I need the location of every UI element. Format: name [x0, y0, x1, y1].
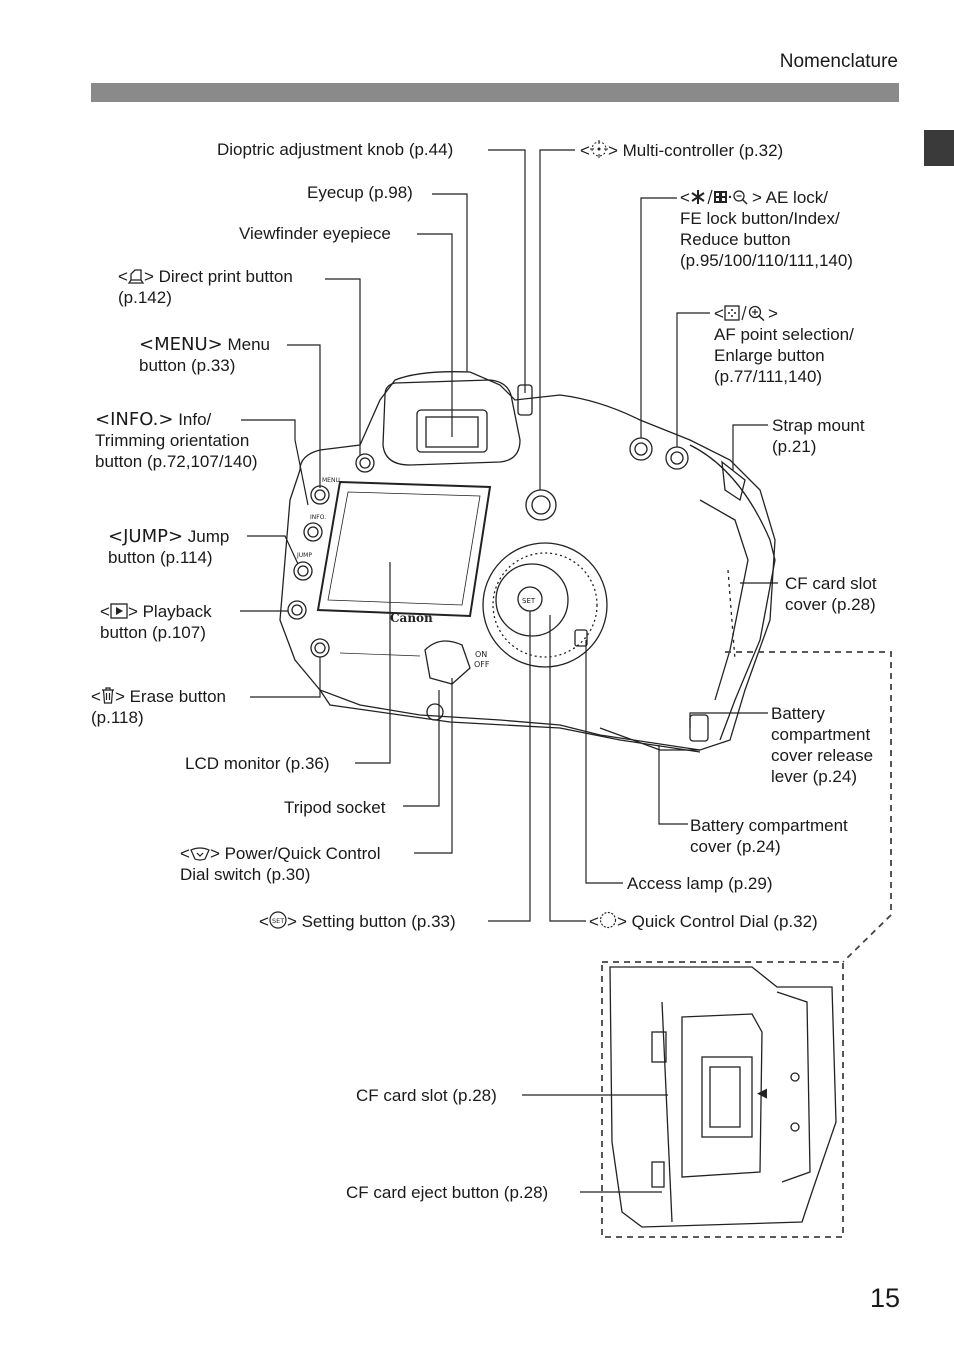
direct-print-label: <> Direct print button(p.142)	[118, 267, 293, 307]
viewfinder-eyepiece-label: Viewfinder eyepiece	[239, 224, 391, 243]
setting-button-label: <SET> Setting button (p.33)	[259, 911, 456, 931]
battery-lever-page: lever (p.24)	[771, 767, 857, 786]
setting-text: Setting button (p.33)	[301, 912, 456, 931]
eyecup-label: Eyecup (p.98)	[307, 183, 413, 202]
jump-button-label: <JUMP> Jump button (p.114)	[108, 526, 229, 568]
svg-text:◀: ◀	[757, 1086, 767, 1101]
cf-compartment-illustration: ◀	[609, 966, 837, 1228]
chapter-tab	[924, 130, 954, 166]
direct-print-text: Direct print button	[158, 267, 293, 286]
ae-lock-text: AE lock/	[765, 188, 829, 207]
tripod-socket-label: Tripod socket	[284, 798, 386, 817]
access-lamp-label: Access lamp (p.29)	[627, 874, 773, 893]
erase-button-label: <> Erase button(p.118)	[91, 687, 226, 727]
af-point-icon	[724, 305, 765, 321]
battery-cover-label: Battery compartment cover (p.24)	[690, 815, 848, 857]
direct-print-page: (p.142)	[118, 288, 172, 307]
strap-mount-label: Strap mount (p.21)	[772, 415, 865, 457]
ae-lock-text-3: Reduce button	[680, 230, 791, 249]
info-symbol: <INFO.>	[95, 409, 174, 430]
af-point-label: <>AF point selection/Enlarge button(p.77…	[714, 304, 854, 386]
erase-text: Erase button	[129, 687, 226, 706]
info-marking: INFO.	[310, 514, 326, 521]
battery-lever-text-3: cover release	[771, 746, 874, 765]
info-text: Info/	[178, 410, 212, 429]
battery-lever-label: Battery compartment cover release lever (p.…	[771, 703, 873, 787]
canon-logo: Canon	[390, 611, 433, 625]
menu-text: Menu	[227, 335, 270, 354]
strap-page: (p.21)	[772, 437, 817, 456]
battery-cover-page: cover (p.24)	[690, 837, 781, 856]
info-page: button (p.72,107/140)	[95, 452, 258, 471]
cf-slot-cover-text: CF card slot	[785, 574, 877, 593]
on-marking: ON	[475, 650, 487, 659]
multi-controller-text: Multi-controller (p.32)	[622, 141, 784, 160]
quick-control-dial-label: <> Quick Control Dial (p.32)	[589, 911, 818, 931]
section-title: Nomenclature	[779, 51, 898, 72]
cf-eject-button-label: CF card eject button (p.28)	[346, 1183, 549, 1202]
menu-page: button (p.33)	[139, 356, 236, 375]
power-text-2: Dial switch (p.30)	[180, 865, 311, 884]
setting-icon: SET	[269, 911, 287, 929]
ae-lock-page: (p.95/100/110/111,140)	[680, 251, 853, 270]
off-marking: OFF	[474, 660, 490, 669]
af-point-text: AF point selection/	[714, 325, 854, 344]
cf-card-slot-label: CF card slot (p.28)	[356, 1086, 497, 1105]
power-text: Power/Quick Control	[224, 844, 381, 863]
multi-controller-icon	[589, 140, 608, 158]
erase-page: (p.118)	[91, 708, 144, 727]
cf-slot-cover-page: cover (p.28)	[785, 595, 876, 614]
power-switch-icon	[190, 847, 210, 861]
menu-button-label: <MENU> Menu button (p.33)	[139, 334, 270, 376]
erase-icon	[101, 687, 114, 704]
menu-symbol: <MENU>	[139, 334, 223, 355]
battery-lever-text-2: compartment	[771, 725, 871, 744]
ae-lock-label: <> AE lock/FE lock button/Index/Reduce b…	[680, 188, 853, 270]
playback-icon	[110, 603, 128, 619]
ae-lock-icon	[691, 189, 748, 205]
dioptric-knob-label: Dioptric adjustment knob (p.44)	[217, 140, 454, 159]
header-bar	[91, 83, 899, 102]
quick-control-dial-icon	[599, 911, 617, 929]
ae-lock-text-2: FE lock button/Index/	[680, 209, 840, 228]
jump-page: button (p.114)	[108, 548, 213, 567]
info-text-2: Trimming orientation	[95, 431, 250, 450]
lcd-monitor-label: LCD monitor (p.36)	[185, 754, 330, 773]
multi-controller-label: <> Multi-controller (p.32)	[580, 140, 784, 160]
battery-lever-text-1: Battery	[771, 704, 825, 723]
set-marking: SET	[522, 597, 536, 605]
svg-text:SET: SET	[272, 917, 284, 925]
playback-page: button (p.107)	[100, 623, 206, 642]
menu-marking: MENU	[322, 477, 340, 484]
info-button-label: <INFO.> Info/Trimming orientation button …	[95, 409, 258, 472]
af-point-text-2: Enlarge button	[714, 346, 825, 365]
af-point-page: (p.77/111,140)	[714, 367, 823, 386]
quick-control-dial-text: Quick Control Dial (p.32)	[631, 912, 818, 931]
jump-symbol: <JUMP>	[108, 526, 184, 547]
jump-marking: JUMP	[296, 552, 312, 559]
jump-text: Jump	[187, 527, 230, 546]
battery-cover-text: Battery compartment	[690, 816, 848, 835]
page-number: 15	[869, 1283, 900, 1313]
strap-text: Strap mount	[772, 416, 865, 435]
direct-print-icon	[127, 269, 144, 284]
playback-text: Playback	[142, 602, 212, 621]
cf-slot-cover-label: CF card slot cover (p.28)	[785, 573, 877, 615]
